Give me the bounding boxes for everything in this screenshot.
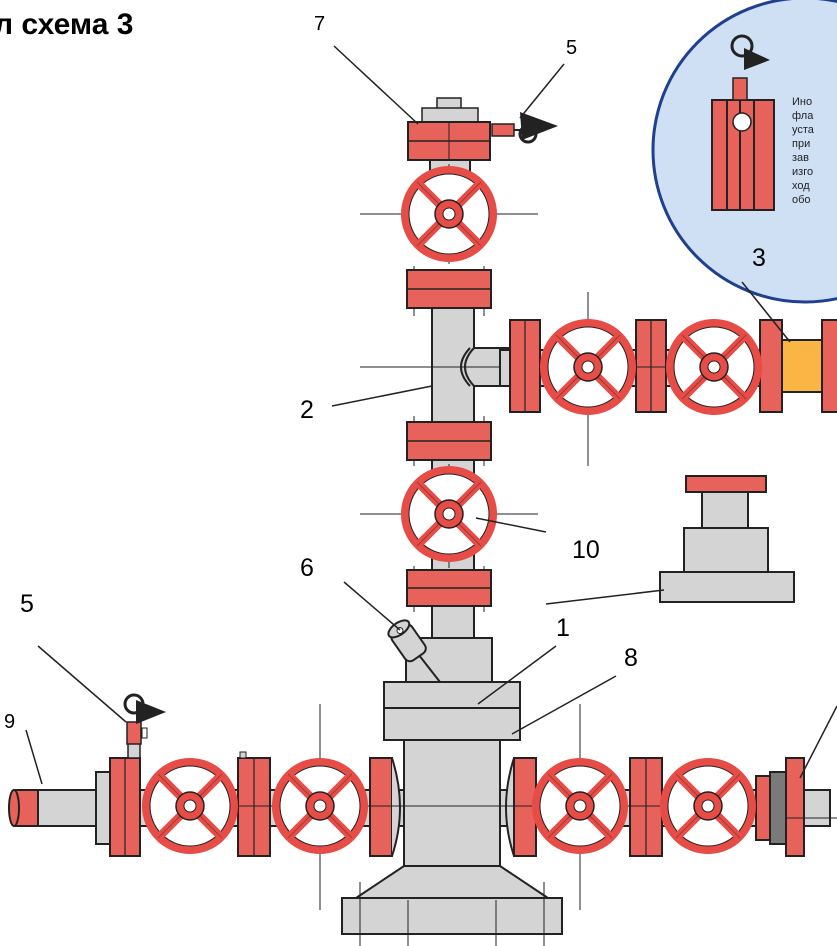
leader-lines bbox=[25, 45, 837, 785]
casing-head bbox=[341, 739, 563, 946]
label-1: 1 bbox=[556, 614, 570, 642]
lower-stem-flange bbox=[406, 566, 492, 612]
lower-left-handwheel-2[interactable] bbox=[273, 759, 367, 853]
svg-text:зав: зав bbox=[792, 152, 809, 164]
inset-valve-icon bbox=[711, 34, 775, 211]
label-7: 7 bbox=[314, 13, 325, 35]
right-upper-handwheel-2[interactable] bbox=[667, 320, 761, 414]
svg-text:фла: фла bbox=[792, 110, 814, 122]
svg-text:Ино: Ино bbox=[792, 96, 812, 108]
label-2: 2 bbox=[300, 396, 314, 424]
label-10: 10 bbox=[572, 536, 600, 564]
svg-text:обо: обо bbox=[792, 194, 811, 206]
left-gauge-valve bbox=[123, 693, 166, 759]
svg-text:изго: изго bbox=[792, 166, 813, 178]
svg-text:при: при bbox=[792, 138, 810, 150]
top-gauge-valve bbox=[491, 112, 558, 144]
upper-flange bbox=[406, 266, 492, 316]
spool-part bbox=[659, 475, 795, 603]
label-6: 6 bbox=[300, 554, 314, 582]
lower-right-handwheel-2[interactable] bbox=[661, 759, 755, 853]
svg-text:ход: ход bbox=[792, 180, 810, 192]
right-upper-handwheel-1[interactable] bbox=[541, 320, 635, 414]
inset-note: Ино фла уста при зав изго ход обо bbox=[792, 96, 815, 206]
diagram-title: л схема 3 bbox=[0, 8, 133, 41]
middle-flange bbox=[406, 416, 492, 466]
top-handwheel[interactable] bbox=[402, 167, 496, 261]
middle-handwheel[interactable] bbox=[402, 467, 496, 561]
inset-bubble: Ино фла уста при зав изго ход обо bbox=[651, 0, 837, 304]
lower-left-handwheel-1[interactable] bbox=[143, 759, 237, 853]
svg-text:уста: уста bbox=[792, 124, 815, 136]
label-3: 3 bbox=[752, 244, 766, 272]
lower-right-handwheel-1[interactable] bbox=[533, 759, 627, 853]
label-5-left: 5 bbox=[20, 590, 34, 618]
label-5-top: 5 bbox=[566, 37, 577, 59]
label-8: 8 bbox=[624, 644, 638, 672]
label-9: 9 bbox=[4, 711, 15, 733]
